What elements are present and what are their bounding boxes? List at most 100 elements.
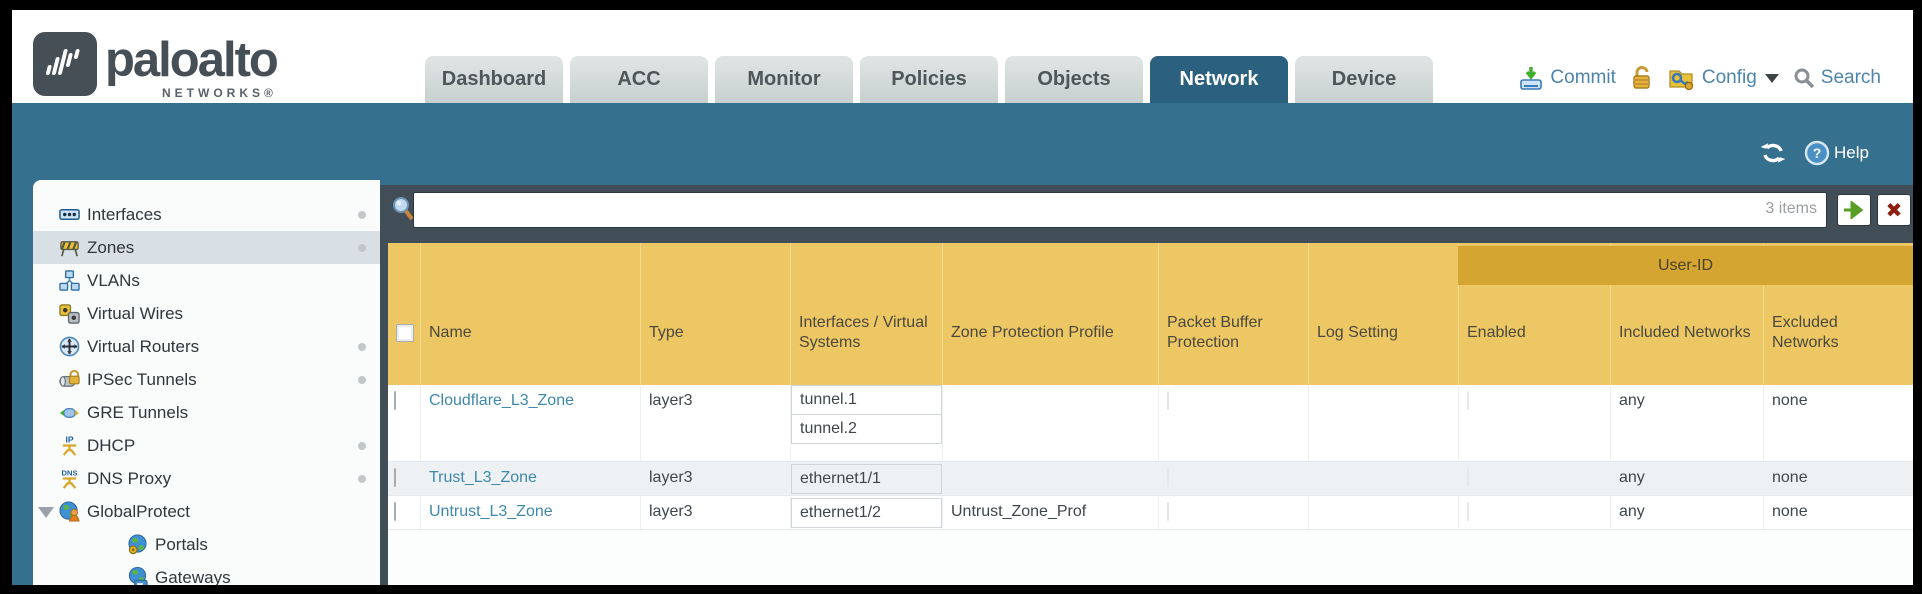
tab-device[interactable]: Device bbox=[1295, 56, 1433, 103]
user-id-enabled-checkbox[interactable] bbox=[1467, 502, 1469, 521]
col-zone-protection-profile[interactable]: Zone Protection Profile bbox=[942, 243, 1158, 385]
brand-subtitle: NETWORKS® bbox=[162, 86, 277, 100]
paloalto-logo: paloalto NETWORKS® bbox=[33, 32, 279, 100]
dhcp-icon: IP bbox=[62, 435, 77, 456]
col-excluded-networks[interactable]: Excluded Networks bbox=[1763, 243, 1912, 385]
vlans-icon bbox=[59, 270, 80, 291]
table-header: Name Type Interfaces / Virtual Systems Z… bbox=[388, 243, 1913, 385]
sidebar-item-zones[interactable]: Zones bbox=[33, 231, 380, 264]
zone-name-link[interactable]: Untrust_L3_Zone bbox=[429, 503, 553, 520]
filter-bar: 3 items ✖ bbox=[388, 185, 1913, 243]
excluded-networks: none bbox=[1763, 496, 1912, 529]
col-name[interactable]: Name bbox=[420, 243, 640, 385]
col-enabled[interactable]: Enabled bbox=[1458, 243, 1610, 385]
help-button[interactable]: ? Help bbox=[1804, 140, 1869, 166]
col-interfaces[interactable]: Interfaces / Virtual Systems bbox=[790, 243, 942, 385]
packet-buffer-checkbox[interactable] bbox=[1167, 502, 1169, 521]
expand-triangle-icon[interactable] bbox=[38, 507, 54, 518]
svg-text:DNS: DNS bbox=[61, 469, 77, 478]
select-all-checkbox[interactable] bbox=[396, 324, 414, 342]
config-button[interactable]: Config bbox=[1668, 65, 1779, 91]
top-header: paloalto NETWORKS® Dashboard ACC Monitor… bbox=[12, 10, 1913, 103]
table-row: Trust_L3_Zone layer3 ethernet1/1 any non… bbox=[388, 461, 1913, 495]
col-packet-buffer-protection[interactable]: Packet Buffer Protection bbox=[1158, 243, 1308, 385]
user-id-enabled-checkbox[interactable] bbox=[1467, 468, 1469, 487]
tab-monitor[interactable]: Monitor bbox=[715, 56, 853, 103]
log-setting bbox=[1308, 385, 1458, 461]
sidebar-label: DHCP bbox=[87, 435, 136, 455]
filter-search-icon bbox=[393, 197, 414, 221]
col-log-setting[interactable]: Log Setting bbox=[1308, 243, 1458, 385]
status-dot bbox=[358, 475, 366, 483]
included-networks: any bbox=[1610, 385, 1763, 461]
config-icon bbox=[1669, 70, 1694, 91]
tab-policies[interactable]: Policies bbox=[860, 56, 998, 103]
zone-name-link[interactable]: Trust_L3_Zone bbox=[429, 469, 537, 486]
zone-name-link[interactable]: Cloudflare_L3_Zone bbox=[429, 392, 574, 409]
table-bottom-border bbox=[388, 529, 1913, 530]
interface-cell: tunnel.2 bbox=[791, 414, 942, 444]
lock-icon[interactable] bbox=[1630, 65, 1654, 91]
wordmark: paloalto NETWORKS® bbox=[105, 32, 279, 100]
sidebar-item-globalprotect[interactable]: GlobalProtect bbox=[33, 495, 380, 528]
sidebar-item-vlans[interactable]: VLANs bbox=[33, 264, 380, 297]
clear-filter-button[interactable]: ✖ bbox=[1877, 194, 1911, 226]
status-dot bbox=[358, 343, 366, 351]
col-type[interactable]: Type bbox=[640, 243, 790, 385]
sidebar-label: Interfaces bbox=[87, 204, 162, 224]
sidebar-label: DNS Proxy bbox=[87, 468, 172, 488]
search-button[interactable]: Search bbox=[1793, 67, 1881, 89]
brand-name: paloalto bbox=[105, 33, 279, 87]
config-label: Config bbox=[1701, 67, 1757, 88]
virtual-routers-icon bbox=[59, 336, 80, 357]
svg-text:?: ? bbox=[1813, 145, 1822, 161]
sidebar-item-gateways[interactable]: Gateways bbox=[33, 561, 380, 585]
green-arrow-icon bbox=[1844, 201, 1864, 219]
tab-objects[interactable]: Objects bbox=[1005, 56, 1143, 103]
interface-cell: tunnel.1 bbox=[791, 385, 942, 415]
refresh-icon[interactable] bbox=[1760, 141, 1786, 165]
sidebar-item-interfaces[interactable]: Interfaces bbox=[33, 198, 380, 231]
panel-splitter[interactable] bbox=[380, 185, 388, 585]
table-row: Cloudflare_L3_Zone layer3 tunnel.1 tunne… bbox=[388, 385, 1913, 461]
interface-cell: ethernet1/1 bbox=[791, 464, 942, 494]
sidebar-label: Virtual Routers bbox=[87, 336, 200, 356]
tab-acc[interactable]: ACC bbox=[570, 56, 708, 103]
portals-icon bbox=[128, 534, 147, 555]
commit-button[interactable]: Commit bbox=[1518, 65, 1616, 91]
sidebar-item-virtual-wires[interactable]: Virtual Wires bbox=[33, 297, 380, 330]
tab-network[interactable]: Network bbox=[1150, 56, 1288, 103]
waveform-icon bbox=[45, 49, 80, 75]
app-frame: paloalto NETWORKS® Dashboard ACC Monitor… bbox=[12, 10, 1913, 585]
sidebar-label: Zones bbox=[87, 237, 135, 257]
log-setting bbox=[1308, 462, 1458, 495]
close-icon: ✖ bbox=[1885, 199, 1903, 222]
apply-filter-button[interactable] bbox=[1837, 194, 1871, 226]
filter-input[interactable] bbox=[413, 192, 1827, 228]
included-networks: any bbox=[1610, 496, 1763, 529]
sidebar-item-dns-proxy[interactable]: DNS DNS Proxy bbox=[33, 462, 380, 495]
sidebar-item-dhcp[interactable]: IP DHCP bbox=[33, 429, 380, 462]
sidebar-item-virtual-routers[interactable]: Virtual Routers bbox=[33, 330, 380, 363]
sidebar-item-ipsec-tunnels[interactable]: IPSec Tunnels bbox=[33, 363, 380, 396]
packet-buffer-checkbox[interactable] bbox=[1167, 391, 1169, 410]
excluded-networks: none bbox=[1763, 462, 1912, 495]
paloalto-logo-icon bbox=[33, 32, 97, 96]
tab-dashboard[interactable]: Dashboard bbox=[425, 56, 563, 103]
row-checkbox[interactable] bbox=[394, 468, 396, 487]
zone-interfaces: ethernet1/2 bbox=[790, 496, 942, 529]
svg-text:IP: IP bbox=[65, 435, 73, 445]
zones-icon bbox=[60, 241, 79, 257]
commit-label: Commit bbox=[1550, 67, 1616, 88]
user-id-enabled-checkbox[interactable] bbox=[1467, 391, 1469, 410]
sidebar-item-portals[interactable]: Portals bbox=[33, 528, 380, 561]
gre-tunnels-icon bbox=[59, 408, 80, 418]
commit-icon bbox=[1520, 67, 1543, 90]
row-checkbox[interactable] bbox=[394, 391, 396, 410]
sidebar-label: Virtual Wires bbox=[87, 303, 184, 323]
header-actions: Commit Config bbox=[1518, 65, 1881, 91]
row-checkbox[interactable] bbox=[394, 502, 396, 521]
col-included-networks[interactable]: Included Networks bbox=[1610, 243, 1763, 385]
packet-buffer-checkbox[interactable] bbox=[1167, 468, 1169, 487]
sidebar-item-gre-tunnels[interactable]: GRE Tunnels bbox=[33, 396, 380, 429]
